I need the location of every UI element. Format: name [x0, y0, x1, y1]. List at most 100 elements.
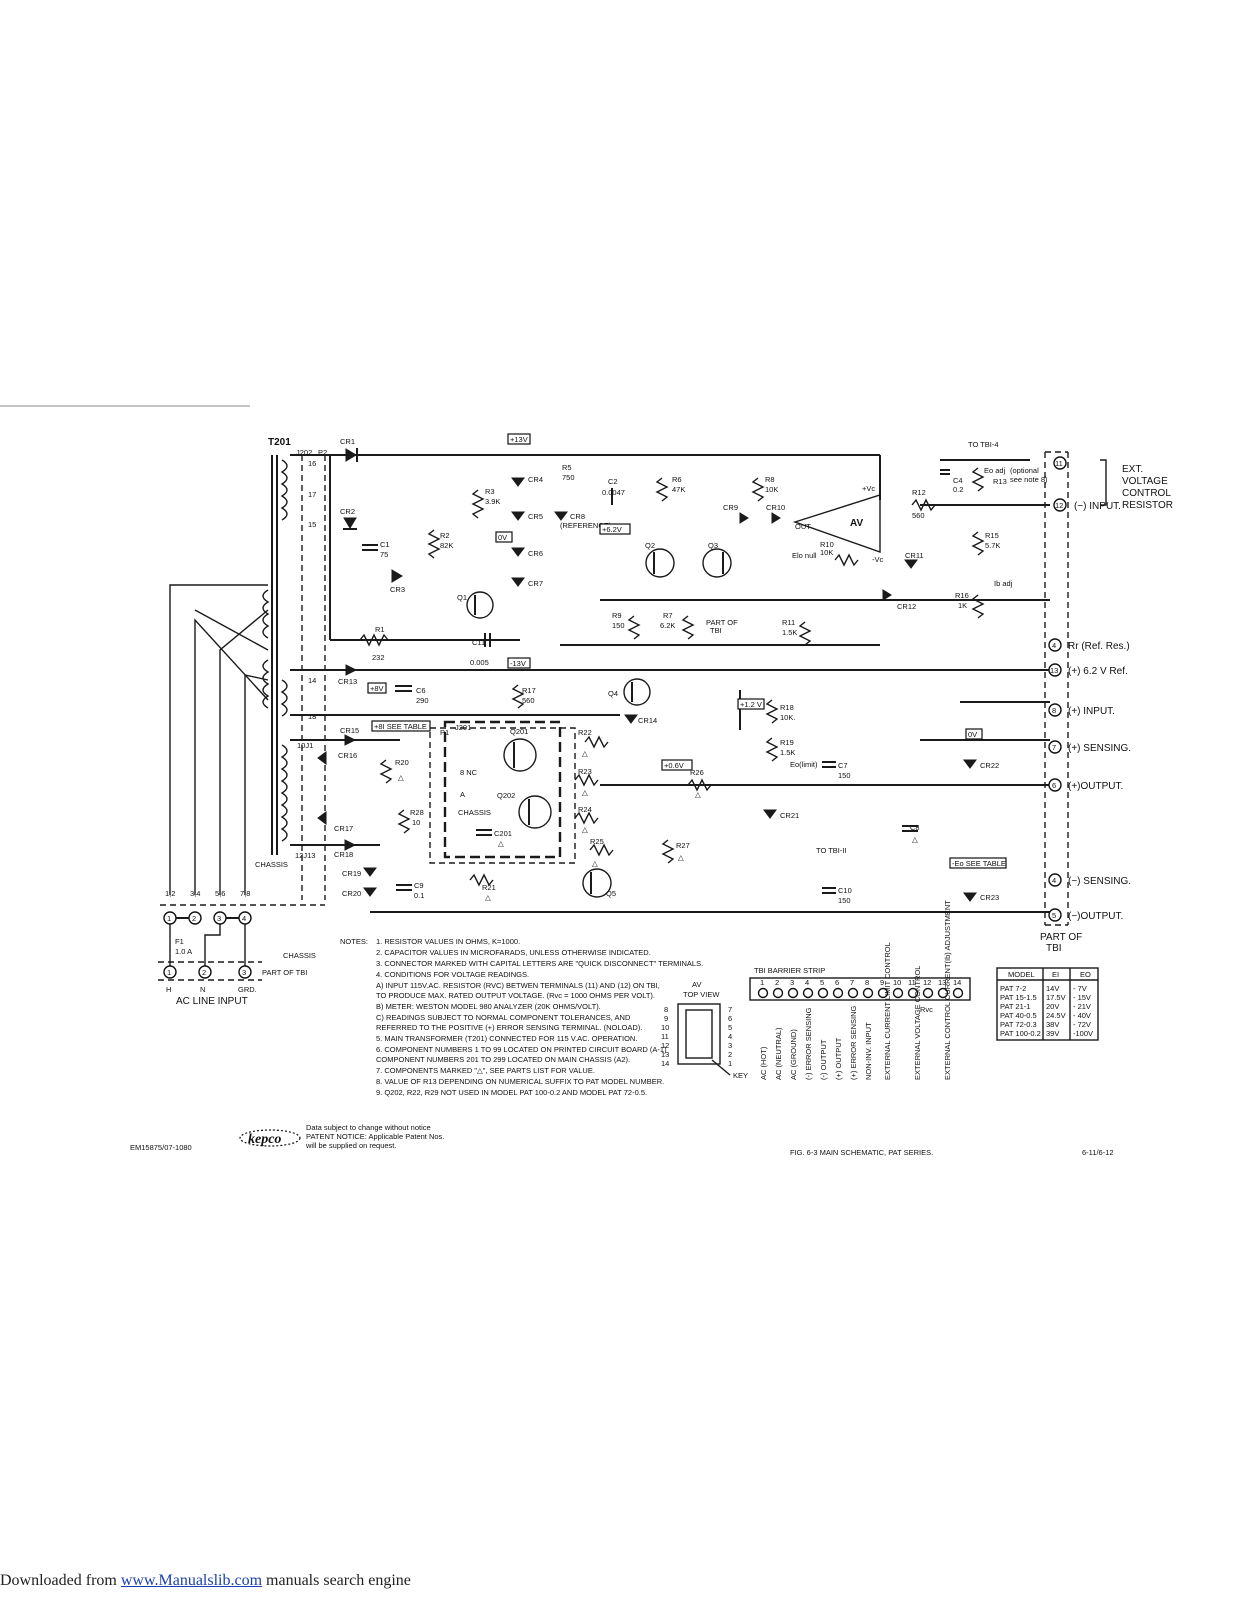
svg-text:EXT.: EXT.: [1122, 464, 1143, 475]
svg-text:KEY: KEY: [733, 1071, 748, 1080]
svg-text:- 21V: - 21V: [1073, 1002, 1091, 1011]
svg-text:12: 12: [1055, 501, 1063, 510]
svg-text:△: △: [582, 749, 589, 758]
svg-text:AC (NEUTRAL): AC (NEUTRAL): [774, 1027, 783, 1080]
svg-text:4: 4: [1052, 641, 1056, 650]
svg-text:PART OF: PART OF: [706, 618, 738, 627]
q3: Q3: [702, 541, 732, 578]
svg-text:1: 1: [760, 978, 764, 987]
c4: C40.2: [940, 469, 963, 494]
svg-text:150: 150: [838, 896, 851, 905]
svg-text:PART OF TBI: PART OF TBI: [262, 968, 307, 977]
r26: R26△: [687, 768, 712, 799]
svg-text:750: 750: [562, 473, 575, 482]
svg-text:+0.6V: +0.6V: [664, 761, 684, 770]
svg-text:EXTERNAL CURRENT LIMIT CONTROL: EXTERNAL CURRENT LIMIT CONTROL: [883, 942, 892, 1080]
svg-text:(+) INPUT.: (+) INPUT.: [1068, 706, 1115, 717]
svg-text:16: 16: [308, 459, 316, 468]
svg-text:-Vc: -Vc: [872, 555, 884, 564]
svg-text:6: 6: [728, 1014, 732, 1023]
svg-text:2. CAPACITOR VALUES IN MICRO: 2. CAPACITOR VALUES IN MICROFARADS, UNLE…: [376, 948, 651, 957]
svg-text:R23: R23: [578, 767, 592, 776]
svg-text:7. COMPONENTS MARKED "△", SE: 7. COMPONENTS MARKED "△", SEE PARTS LIST…: [376, 1066, 595, 1075]
svg-text:PAT 15-1.5: PAT 15-1.5: [1000, 993, 1037, 1002]
svg-text:CR19: CR19: [342, 869, 361, 878]
svg-text:14V: 14V: [1046, 984, 1059, 993]
r25: R25△: [589, 837, 614, 868]
svg-text:13: 13: [1050, 666, 1058, 675]
svg-text:R5: R5: [562, 463, 572, 472]
svg-text:11: 11: [661, 1032, 669, 1041]
svg-text:Q5: Q5: [606, 889, 616, 898]
svg-text:R15: R15: [985, 531, 999, 540]
terminal-6: 6(+)OUTPUT.: [1048, 778, 1123, 792]
svg-text:TO TBI-II: TO TBI-II: [816, 846, 847, 855]
svg-text:EO: EO: [1080, 970, 1091, 979]
cr22: CR22: [963, 759, 999, 770]
svg-text:CR14: CR14: [638, 716, 657, 725]
svg-text:C6: C6: [416, 686, 426, 695]
svg-text:NOTES:: NOTES:: [340, 937, 368, 946]
svg-text:CR11: CR11: [905, 551, 924, 560]
svg-text:CR23: CR23: [980, 893, 999, 902]
svg-text:R27: R27: [676, 841, 690, 850]
terminal-12: 12 (−) INPUT.: [1053, 498, 1121, 512]
svg-text:R7: R7: [663, 611, 673, 620]
svg-text:TBI: TBI: [710, 626, 722, 635]
cr17: CR17: [317, 811, 353, 833]
svg-text:6.2K: 6.2K: [660, 621, 675, 630]
r20: R20△: [379, 758, 409, 784]
svg-text:1. RESISTOR VALUES IN OHMS,: 1. RESISTOR VALUES IN OHMS, K=1000.: [376, 937, 520, 946]
svg-text:C4: C4: [953, 476, 963, 485]
svg-text:4. CONDITIONS FOR VOLTAGE RE: 4. CONDITIONS FOR VOLTAGE READINGS.: [376, 970, 529, 979]
cr18: CR18: [334, 839, 357, 859]
c8: C8△: [902, 823, 920, 844]
svg-text:R16: R16: [955, 591, 969, 600]
t201-label: T201: [268, 437, 291, 448]
c201: C201△: [476, 829, 512, 848]
barrier-screws: [757, 987, 964, 999]
svg-text:2: 2: [775, 978, 779, 987]
cr10: CR10: [766, 503, 785, 524]
q202: Q202: [497, 791, 552, 829]
svg-text:REFERRED TO THE POSITIVE (+) E: REFERRED TO THE POSITIVE (+) ERROR SENSI…: [376, 1023, 642, 1032]
svg-text:△: △: [498, 839, 505, 848]
svg-text:+13V: +13V: [510, 435, 528, 444]
svg-text:CR22: CR22: [980, 761, 999, 770]
op-amp-av: AV OUT +Vc -Vc Elo null: [792, 484, 884, 564]
svg-text:232: 232: [372, 653, 385, 662]
svg-text:560: 560: [912, 511, 925, 520]
svg-text:3: 3: [790, 978, 794, 987]
cr15: CR15: [340, 726, 359, 746]
svg-text:C10: C10: [838, 886, 852, 895]
svg-text:C) READINGS SUBJECT TO NORMAL: C) READINGS SUBJECT TO NORMAL COMPONENT …: [376, 1013, 631, 1022]
svg-text:R8: R8: [765, 475, 775, 484]
manualslib-link[interactable]: www.Manualslib.com: [120, 1572, 263, 1589]
q1: Q1: [457, 591, 494, 619]
svg-text:3: 3: [728, 1041, 732, 1050]
q201: Q201: [503, 727, 537, 772]
svg-text:Q1: Q1: [457, 593, 467, 602]
notes-block: NOTES: 1. RESISTOR VALUES IN OHMS, K=100…: [340, 937, 703, 1097]
svg-text:10K.: 10K.: [780, 713, 795, 722]
svg-text:H: H: [166, 985, 171, 994]
svg-text:1: 1: [167, 968, 171, 977]
svg-text:7: 7: [1052, 743, 1056, 752]
svg-text:11: 11: [1055, 459, 1063, 468]
svg-text:11: 11: [908, 978, 916, 987]
svg-text:A) INPUT 115V.AC. RESISTOR (RV: A) INPUT 115V.AC. RESISTOR (RVC) BETWEN …: [376, 981, 660, 990]
svg-text:15: 15: [308, 520, 316, 529]
r22: R22△: [578, 728, 609, 758]
svg-text:(−) INPUT.: (−) INPUT.: [1074, 501, 1121, 512]
document-code: EM15875/07-1080: [130, 1143, 192, 1152]
